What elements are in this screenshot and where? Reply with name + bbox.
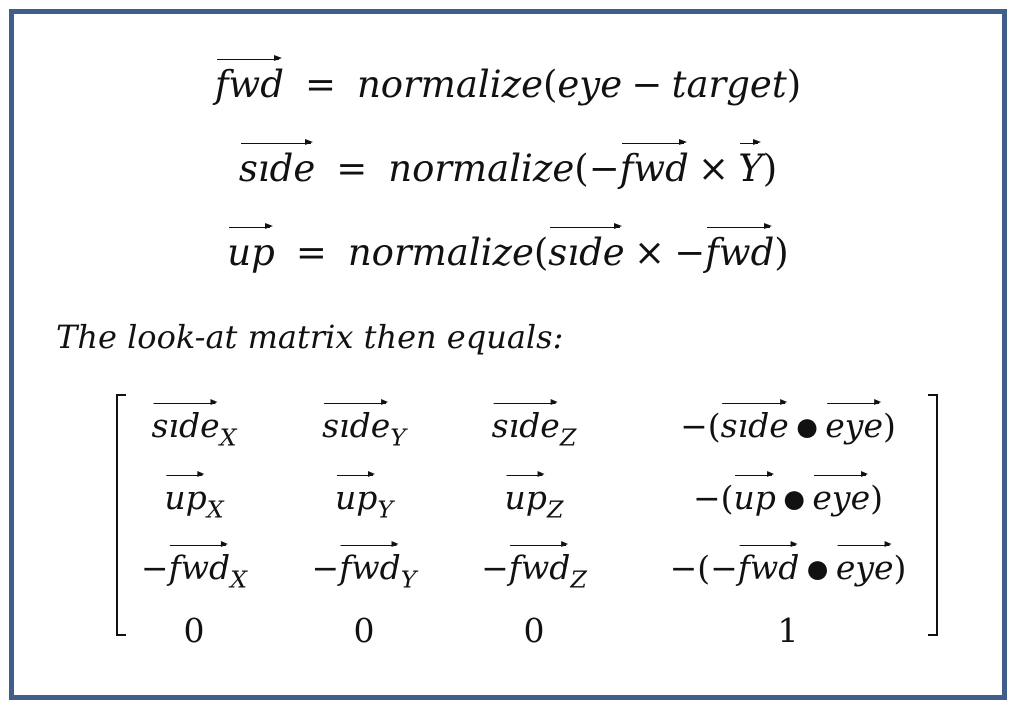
vector-up: up xyxy=(505,471,547,514)
open-paren: ( xyxy=(707,406,721,446)
negation-sign: − xyxy=(710,548,738,588)
look-at-matrix: sıdeX sıdeY sıdeZ −(sıde●eye) upX upY up… xyxy=(116,394,938,647)
minus-sign: − xyxy=(631,63,663,107)
matrix-cell-r4c4: 1 xyxy=(777,611,799,650)
vector-fwd: fwd xyxy=(620,139,689,187)
vector-up: up xyxy=(335,471,377,514)
negation-sign: − xyxy=(481,548,509,588)
matrix-cell-r3c4: −(−fwd●eye) xyxy=(669,541,907,588)
negation-sign: − xyxy=(674,231,706,275)
matrix-cell-r3c3: −fwdZ xyxy=(481,541,587,594)
dot-product-sign: ● xyxy=(783,483,805,513)
matrix-right-bracket xyxy=(928,394,938,636)
subscript: Z xyxy=(559,423,577,452)
close-paren: ) xyxy=(774,231,789,275)
subscript: Y xyxy=(390,423,406,452)
dot-product-sign: ● xyxy=(796,411,818,441)
vector-eye: eye xyxy=(812,471,870,514)
matrix-cell-r4c1: 0 xyxy=(183,611,205,650)
close-paren: ) xyxy=(882,406,896,446)
matrix-cell-r4c3: 0 xyxy=(523,611,545,650)
open-paren: ( xyxy=(542,63,558,107)
close-paren: ) xyxy=(762,147,778,191)
vector-fwd: fwd xyxy=(339,541,401,584)
equation-up: up = normalize(sıde×−fwd) xyxy=(14,223,1002,275)
dot-product-sign: ● xyxy=(806,553,829,583)
negation-sign: − xyxy=(693,478,721,518)
equals-sign: = xyxy=(336,147,368,191)
close-paren: ) xyxy=(893,548,907,588)
function-name: normalize xyxy=(388,147,575,191)
vector-fwd: fwd xyxy=(169,541,230,584)
subscript: X xyxy=(230,565,248,594)
matrix-left-bracket xyxy=(116,394,126,636)
vector-side: sıde xyxy=(239,139,315,187)
negation-sign: − xyxy=(669,548,698,588)
matrix-cell-r2c3: upZ xyxy=(505,471,564,524)
negation-sign: − xyxy=(588,147,620,191)
vector-y: Y xyxy=(738,139,763,187)
close-paren: ) xyxy=(870,478,883,518)
vector-up: up xyxy=(227,223,275,271)
vector-fwd: fwd xyxy=(738,541,799,584)
matrix-cell-r2c4: −(up●eye) xyxy=(693,471,883,518)
vector-eye: eye xyxy=(825,399,883,442)
matrix-cell-r3c1: −fwdX xyxy=(140,541,248,594)
matrix-cell-r1c4: −(sıde●eye) xyxy=(680,399,896,446)
subscript: Z xyxy=(546,495,564,524)
open-paren: ( xyxy=(574,147,589,191)
vector-fwd: fwd xyxy=(215,55,284,103)
vector-side: sıde xyxy=(548,223,625,271)
term-target: target xyxy=(671,63,787,107)
vector-fwd: fwd xyxy=(509,541,570,584)
function-name: normalize xyxy=(347,231,534,275)
vector-fwd: fwd xyxy=(705,223,774,271)
intro-text: The look-at matrix then equals: xyxy=(56,318,564,356)
open-paren: ( xyxy=(697,548,711,588)
cross-product-sign: × xyxy=(698,147,730,191)
close-paren: ) xyxy=(786,63,802,107)
matrix-cell-r4c2: 0 xyxy=(353,611,375,650)
negation-sign: − xyxy=(680,406,708,446)
subscript: Y xyxy=(400,565,417,594)
matrix-cell-r2c2: upY xyxy=(335,471,394,524)
matrix-cell-r1c2: sıdeY xyxy=(322,399,406,452)
open-paren: ( xyxy=(533,231,549,275)
equation-side: sıde = normalize(−fwd×Y) xyxy=(14,139,1002,191)
term-eye: eye xyxy=(557,63,623,107)
subscript: X xyxy=(219,423,237,452)
vector-side: sıde xyxy=(322,399,390,442)
subscript: X xyxy=(206,495,224,524)
matrix-cell-r1c3: sıdeZ xyxy=(492,399,577,452)
negation-sign: − xyxy=(140,548,169,588)
negation-sign: − xyxy=(311,548,340,588)
cross-product-sign: × xyxy=(633,231,665,275)
vector-side: sıde xyxy=(151,399,220,442)
matrix-cell-r2c1: upX xyxy=(164,471,224,524)
vector-up: up xyxy=(164,471,207,514)
vector-up: up xyxy=(734,471,776,514)
equals-sign: = xyxy=(304,63,336,107)
slide-frame: fwd = normalize(eye−target) sıde = norma… xyxy=(9,9,1007,700)
equals-sign: = xyxy=(295,231,327,275)
equation-fwd: fwd = normalize(eye−target) xyxy=(14,55,1002,107)
subscript: Y xyxy=(377,495,394,524)
vector-eye: eye xyxy=(836,541,894,584)
open-paren: ( xyxy=(720,478,734,518)
subscript: Z xyxy=(570,565,587,594)
function-name: normalize xyxy=(356,63,543,107)
vector-side: sıde xyxy=(721,399,789,442)
vector-side: sıde xyxy=(492,399,560,442)
matrix-cell-r3c2: −fwdY xyxy=(311,541,417,594)
matrix-cell-r1c1: sıdeX xyxy=(151,399,237,452)
